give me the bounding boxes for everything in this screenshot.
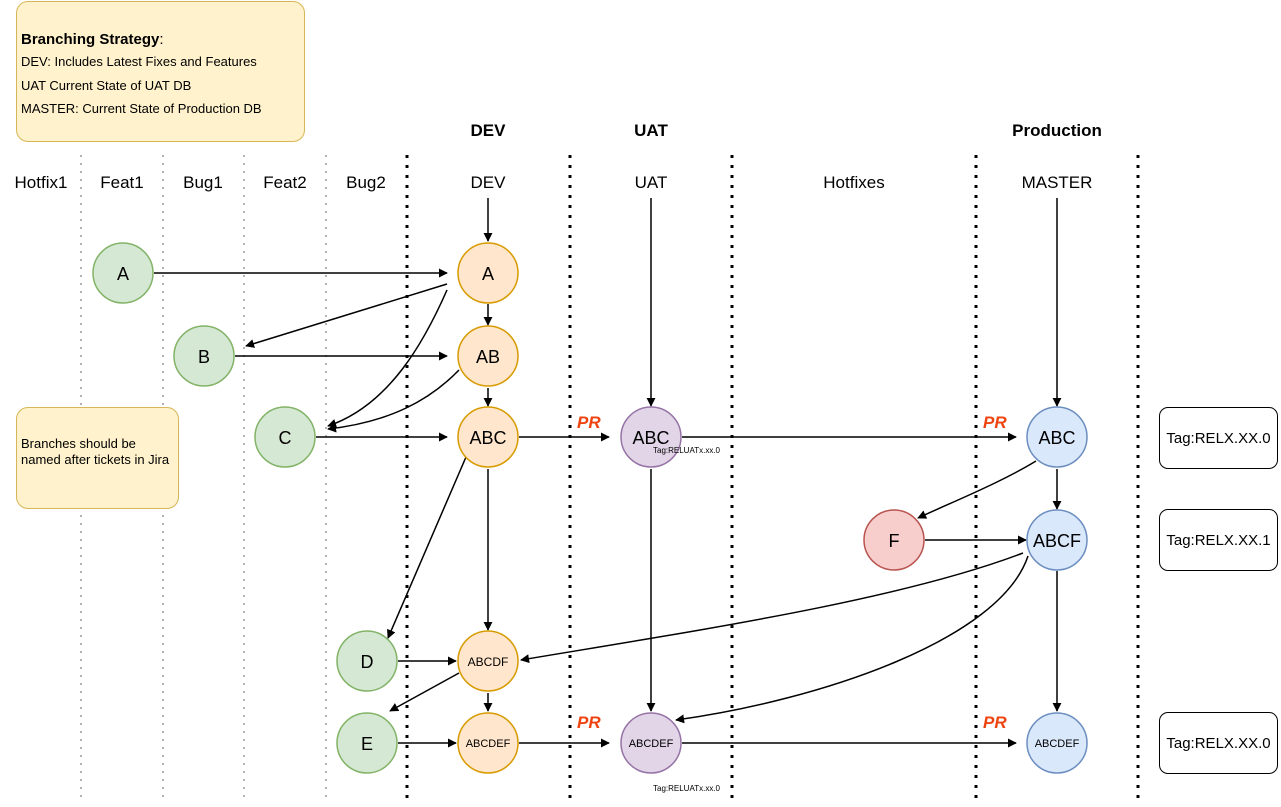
lane-label-feat2: Feat2	[263, 173, 307, 192]
lane-label-master: MASTER	[1021, 173, 1093, 192]
node-master-abcf	[1026, 509, 1088, 571]
node-dev-abcdef	[457, 712, 519, 774]
node-hotfix-f	[863, 509, 925, 571]
node-bug1-b	[173, 325, 235, 387]
node-label: A	[117, 264, 129, 284]
branching-strategy-note: Branching Strategy: DEV: Includes Latest…	[16, 1, 305, 142]
arrow-branch-feat2-from-a	[327, 289, 448, 428]
arrow-branch-bug1	[245, 283, 448, 348]
uat-tag-label: Tag:RELUATx.xx.0	[653, 784, 720, 793]
node-bug2-d	[336, 630, 398, 692]
node-dev-a	[457, 242, 519, 304]
node-uat-abcdef	[620, 712, 682, 774]
lane-label-hotfix1: Hotfix1	[14, 173, 68, 192]
node-label: ABCDEF	[466, 738, 511, 750]
node-dev-abc	[457, 406, 519, 468]
commit-node-labels: A B C D E A AB ABC ABCDF ABCDEF ABC ABCD…	[117, 264, 1081, 754]
pr-label: PR	[983, 413, 1007, 432]
uat-tag-label: Tag:RELUATx.xx.0	[653, 446, 720, 455]
pr-label: PR	[983, 713, 1007, 732]
node-label: ABCF	[1033, 531, 1081, 551]
arrow-backmerge-dev	[520, 552, 1024, 664]
commit-nodes	[92, 242, 1088, 774]
node-dev-ab	[457, 325, 519, 387]
arrow-branch-feat2-from-ab	[327, 369, 460, 433]
arrow-branch-bug2-d	[387, 456, 467, 639]
node-feat2-c	[254, 406, 316, 468]
arrow-branch-hotfix	[917, 460, 1037, 519]
strategy-title: Branching Strategy	[21, 31, 160, 48]
lane-label-bug2: Bug2	[346, 173, 386, 192]
lane-label-hotfixes: Hotfixes	[823, 173, 885, 192]
node-feat1-a	[92, 242, 154, 304]
section-header-production: Production	[1012, 121, 1102, 140]
node-label: ABC	[469, 428, 506, 448]
node-label: ABC	[1038, 428, 1075, 448]
pr-label: PR	[577, 713, 601, 732]
pr-label: PR	[577, 413, 601, 432]
node-uat-abc	[620, 406, 682, 468]
node-label: AB	[476, 347, 500, 367]
node-master-abcdef	[1026, 712, 1088, 774]
node-master-abc	[1026, 406, 1088, 468]
release-tag-box: Tag:RELX.XX.0	[1159, 407, 1278, 469]
node-label: B	[198, 347, 210, 367]
strategy-line: UAT Current State of UAT DB	[21, 77, 192, 93]
lane-separators-light	[80, 155, 327, 800]
arrows	[154, 198, 1062, 748]
section-header-dev: DEV	[470, 121, 506, 140]
node-label: C	[279, 428, 292, 448]
node-dev-abcdf	[457, 630, 519, 692]
release-tag-box: Tag:RELX.XX.0	[1159, 712, 1278, 774]
lane-label-uat: UAT	[634, 173, 668, 192]
strategy-title-colon: :	[159, 31, 164, 48]
node-label: A	[482, 264, 494, 284]
node-label: ABCDF	[468, 655, 509, 669]
node-label: ABCDEF	[1035, 738, 1080, 750]
section-separators	[405, 155, 1140, 800]
arrow-branch-bug2-e	[389, 672, 460, 712]
node-label: ABCDEF	[629, 738, 674, 750]
node-label: E	[361, 734, 373, 754]
arrow-backmerge-uat	[675, 555, 1029, 724]
lane-label-feat1: Feat1	[100, 173, 144, 192]
node-label: F	[889, 531, 900, 551]
release-tag-box: Tag:RELX.XX.1	[1159, 509, 1278, 571]
lane-label-dev: DEV	[470, 173, 506, 192]
strategy-line: MASTER: Current State of Production DB	[21, 101, 262, 116]
node-label: D	[361, 652, 374, 672]
branch-naming-note: Branches should be named after tickets i…	[16, 407, 179, 509]
node-label: ABC	[632, 428, 669, 448]
lane-label-bug1: Bug1	[183, 173, 223, 192]
strategy-line: DEV: Includes Latest Fixes and Features	[21, 54, 257, 69]
node-bug2-e	[336, 712, 398, 774]
section-header-uat: UAT	[634, 121, 668, 140]
